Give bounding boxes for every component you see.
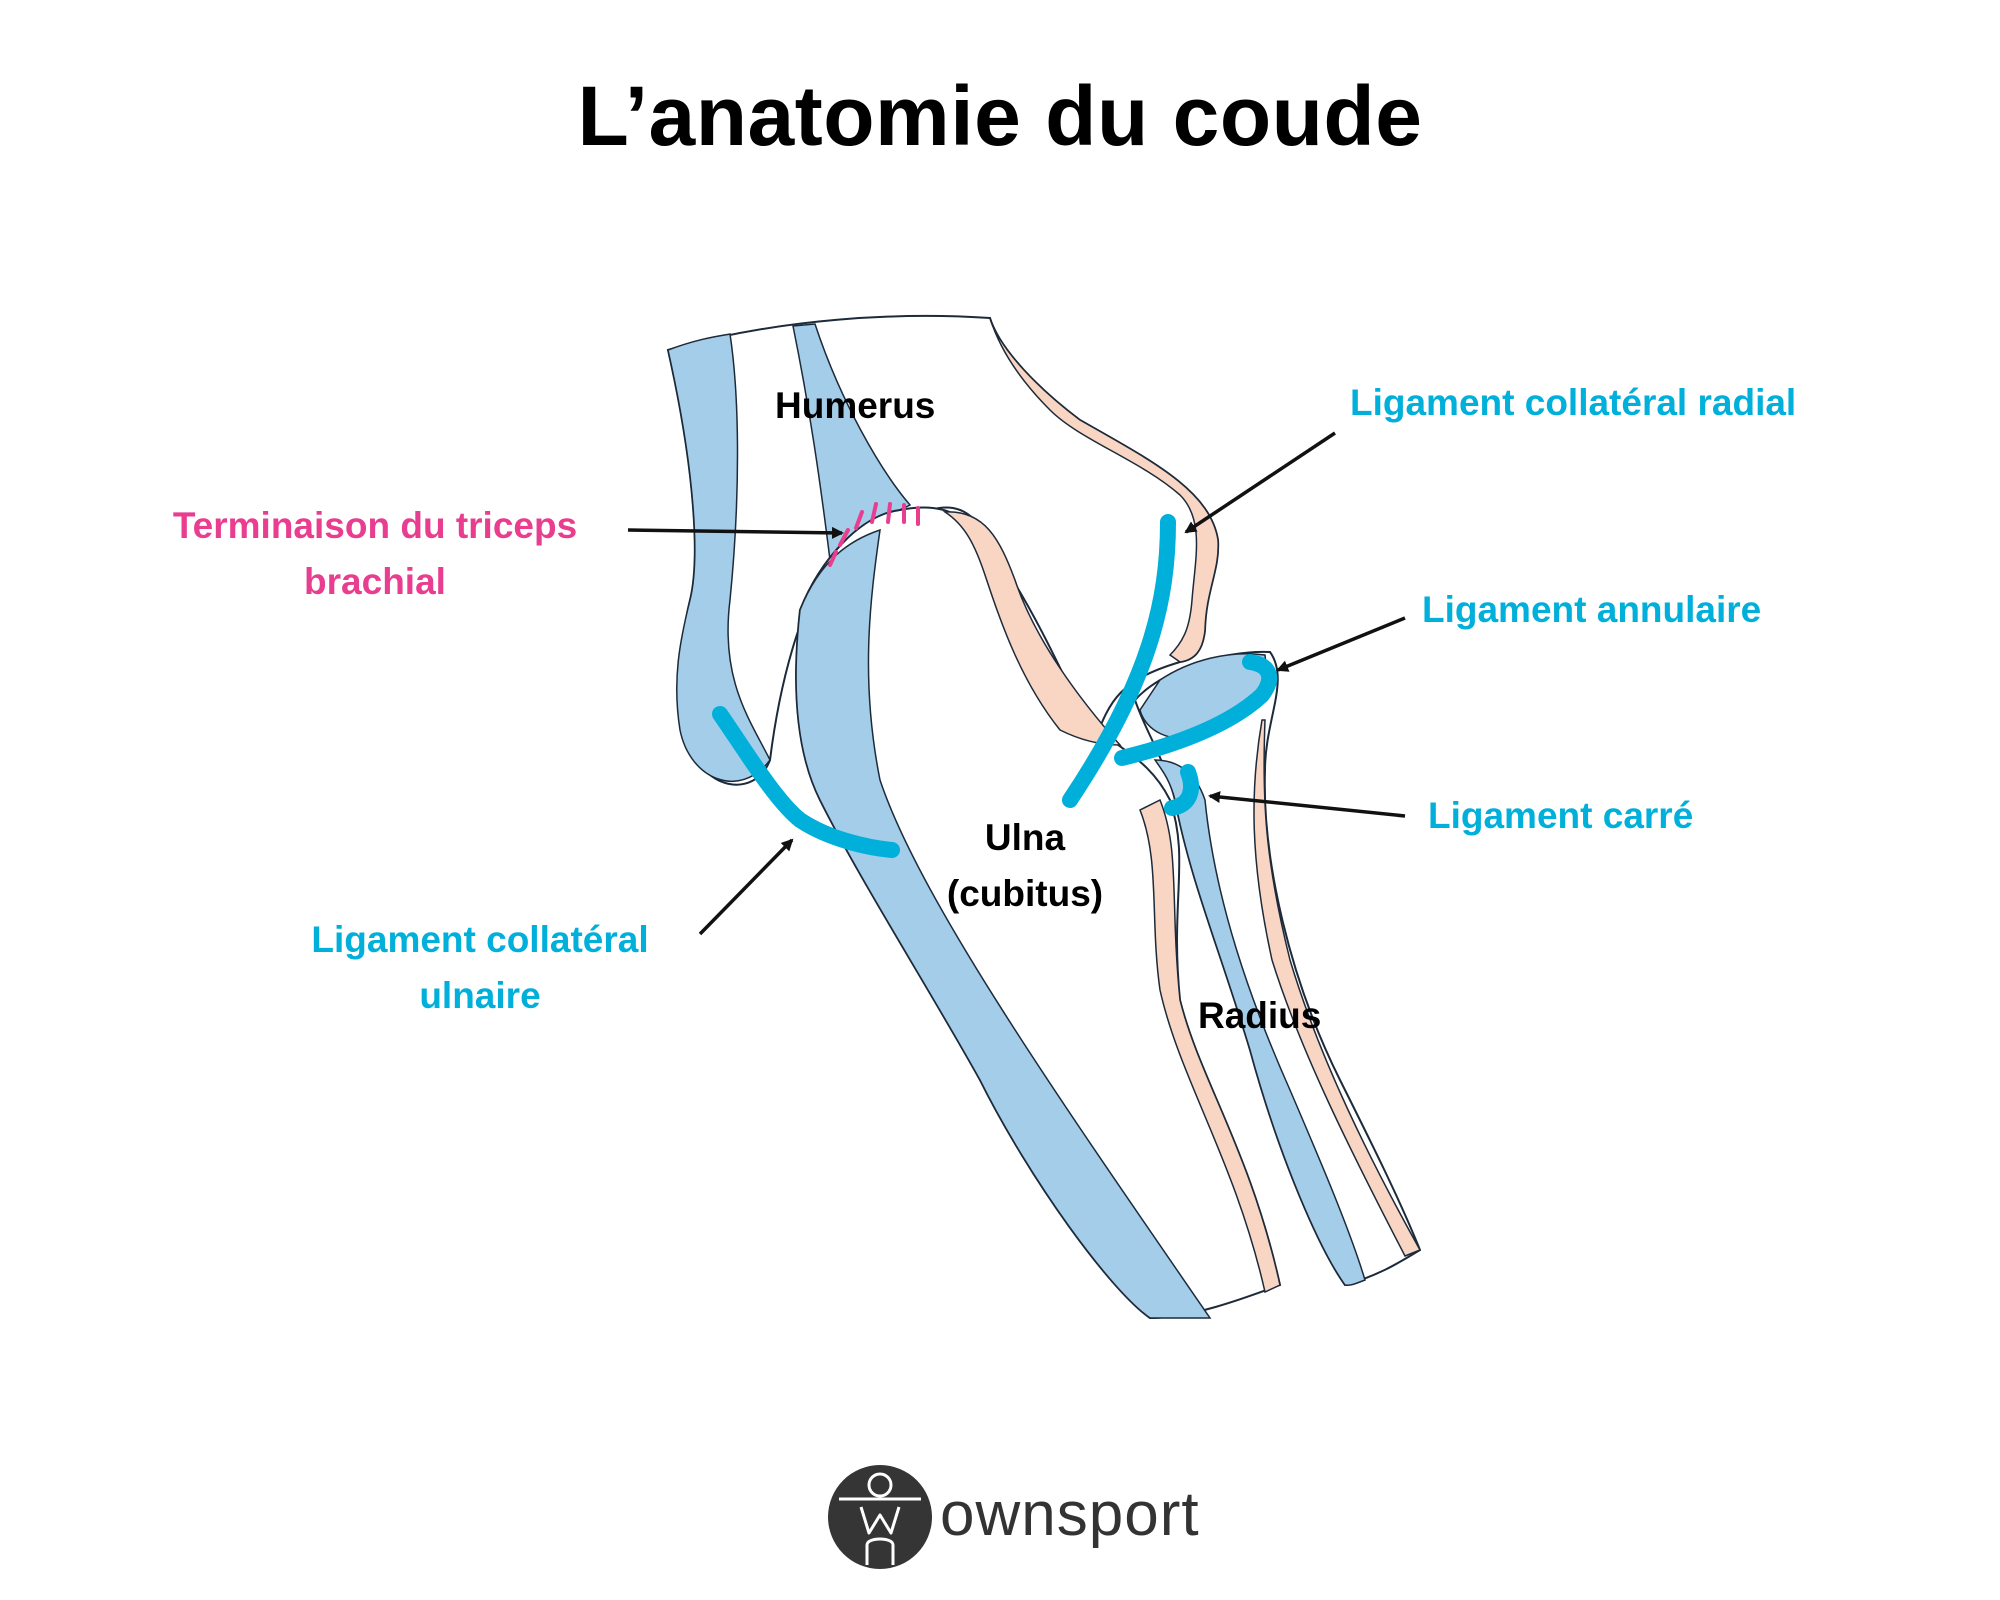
arrow-ulnar-collateral <box>698 838 794 936</box>
triceps-label: Terminaison du triceps brachial <box>130 498 620 610</box>
annular-ligament <box>1114 654 1278 766</box>
brand-logo: ownsport <box>825 1457 1199 1577</box>
humerus-label: Humerus <box>775 385 936 426</box>
own-logo-icon <box>828 1465 932 1569</box>
triceps-termination-marks <box>828 502 920 567</box>
ligaments <box>712 514 1278 858</box>
arrow-annular <box>1276 616 1406 672</box>
page-title: L’anatomie du coude <box>577 69 1423 163</box>
radius-label: Radius <box>1198 995 1322 1036</box>
label-arrows <box>627 431 1406 936</box>
ulna-label-line1: Ulna <box>984 817 1066 858</box>
triceps-label-line2: brachial <box>304 561 446 602</box>
radius-bone <box>1133 650 1422 1287</box>
brand-name: ownsport <box>940 1480 1200 1549</box>
quadrate-label: Ligament carré <box>1428 795 1694 836</box>
ulnar-collateral-label-line1: Ligament collatéral <box>311 919 649 960</box>
arrow-quadrate <box>1208 791 1406 818</box>
arrow-triceps <box>627 526 844 539</box>
ulna-label-line2: (cubitus) <box>946 873 1104 914</box>
ulnar-collateral-label: Ligament collatéral ulnaire <box>270 912 690 1024</box>
radial-collateral-label: Ligament collatéral radial <box>1350 382 1797 423</box>
quadrate-ligament <box>1164 764 1199 816</box>
ulna-label: Ulna (cubitus) <box>920 810 1130 922</box>
radial-collateral-ligament <box>1062 514 1176 808</box>
triceps-label-line1: Terminaison du triceps <box>172 505 578 546</box>
arrow-radial-collateral <box>1184 431 1336 534</box>
ulnar-collateral-ligament <box>712 706 900 858</box>
ulnar-collateral-label-line2: ulnaire <box>419 975 541 1016</box>
annular-label: Ligament annulaire <box>1422 589 1762 630</box>
humerus-bone <box>666 314 1220 786</box>
